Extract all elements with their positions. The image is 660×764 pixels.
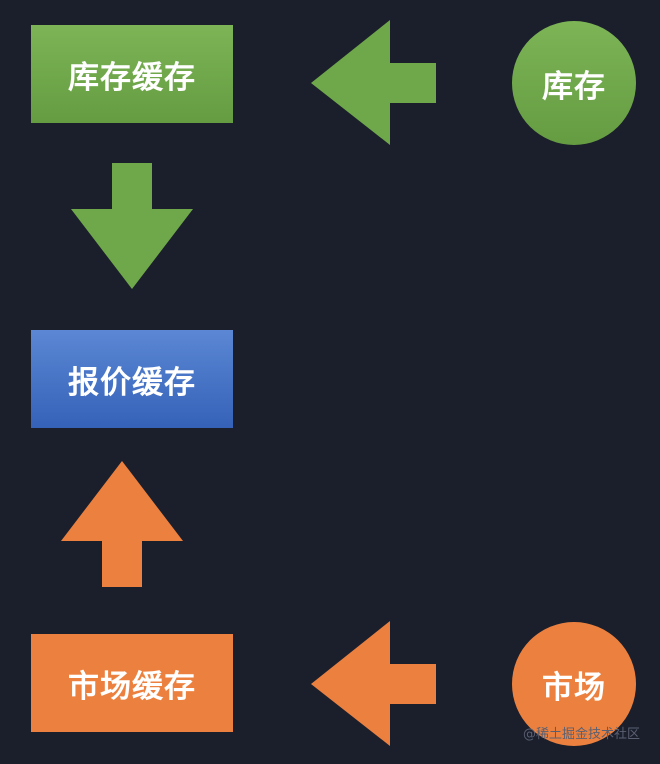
arrow-left-orange	[311, 621, 436, 746]
arrow-left-green	[311, 20, 436, 145]
market-circle: 市场	[512, 622, 636, 746]
inventory-cache-box: 库存缓存	[31, 25, 233, 123]
arrow-up-orange	[61, 461, 183, 587]
watermark-text: @稀土掘金技术社区	[522, 727, 640, 742]
arrow-down-green	[71, 163, 193, 289]
market-cache-box: 市场缓存	[31, 634, 233, 732]
inventory-circle: 库存	[512, 21, 636, 145]
quote-cache-box: 报价缓存	[31, 330, 233, 428]
